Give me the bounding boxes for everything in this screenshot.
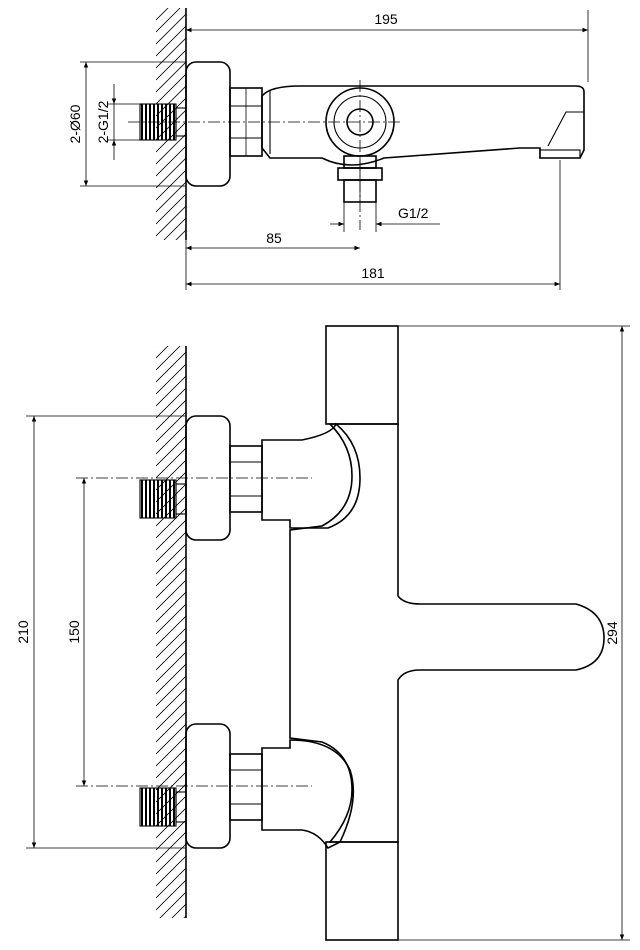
dimension-210: 210 xyxy=(15,415,186,849)
dim-text-inlet-thread: 2-G1/2 xyxy=(95,100,111,143)
mixer-body-front xyxy=(289,423,605,843)
dimension-inlet-thread: 2-G1/2 xyxy=(95,84,140,160)
mixer-body-top xyxy=(261,85,585,166)
dim-text-210: 210 xyxy=(15,620,31,644)
dimension-181: 181 xyxy=(185,160,561,290)
top-view: 195 181 85 G1/2 2-Ø60 xyxy=(67,8,589,290)
dim-text-150: 150 xyxy=(66,620,82,644)
dimension-escutcheon-diameter: 2-Ø60 xyxy=(67,61,186,187)
inlet-thread-lower xyxy=(139,787,187,827)
hex-connector-upper xyxy=(229,445,263,513)
dim-text-181: 181 xyxy=(361,265,385,281)
dim-text-outlet-thread: G1/2 xyxy=(398,205,429,221)
knurled-handle-bottom xyxy=(325,841,399,941)
dimension-85: 85 xyxy=(186,230,360,251)
dimension-294: 294 xyxy=(398,325,630,941)
arm-elbow-upper xyxy=(261,422,361,529)
knurled-handle-top xyxy=(325,325,399,425)
dimension-outlet-thread: G1/2 xyxy=(330,192,440,232)
hex-connector-lower xyxy=(229,753,263,821)
inlet-thread-upper xyxy=(139,479,187,519)
front-view: 294 210 150 xyxy=(15,325,630,941)
dim-text-294: 294 xyxy=(604,621,620,645)
dim-text-escutcheon-diameter: 2-Ø60 xyxy=(67,104,83,143)
wall-hatching-front xyxy=(156,346,187,918)
dim-text-85: 85 xyxy=(266,230,282,246)
dimension-195: 195 xyxy=(186,10,589,82)
escutcheon-top xyxy=(185,61,231,187)
dim-text-195: 195 xyxy=(374,11,398,27)
dimension-150: 150 xyxy=(66,478,87,786)
arm-elbow-lower xyxy=(261,739,355,850)
